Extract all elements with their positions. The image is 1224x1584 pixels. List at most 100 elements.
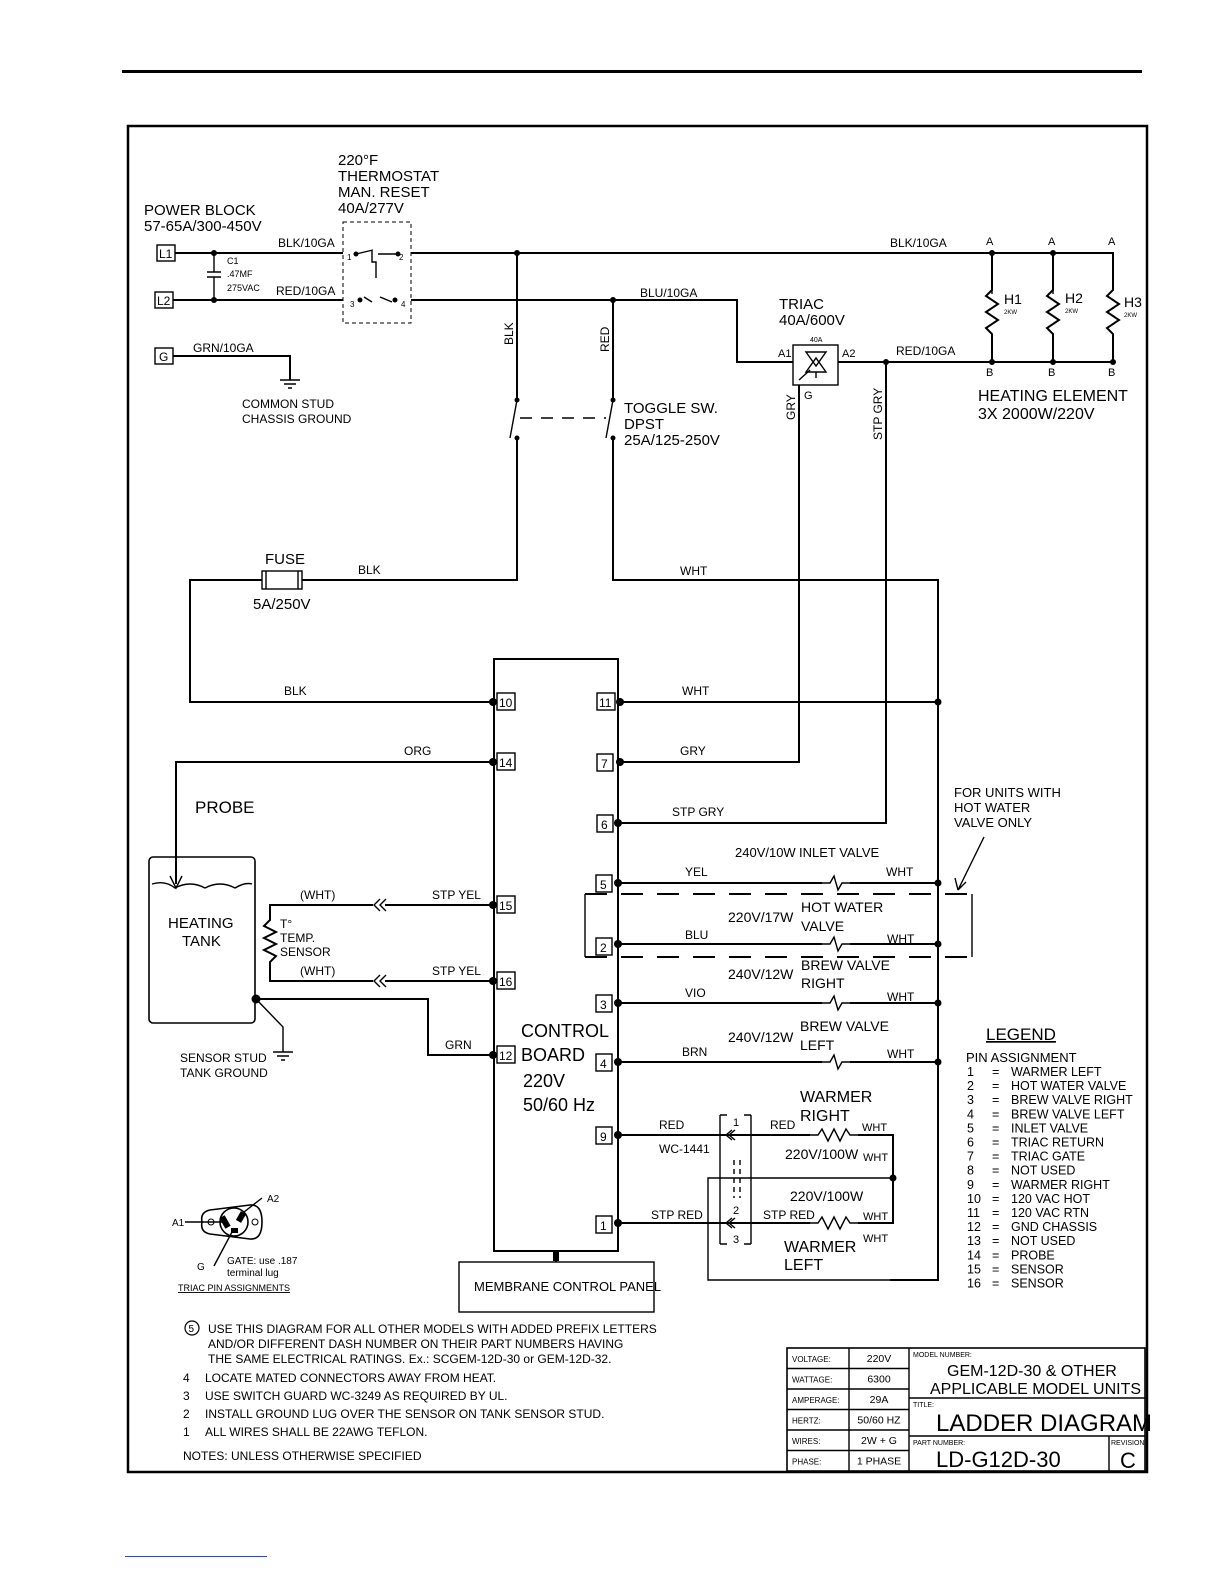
fuse: FUSE 5A/250V bbox=[253, 551, 311, 613]
svg-text:220V/100W: 220V/100W bbox=[785, 1146, 859, 1162]
svg-text:VIO: VIO bbox=[685, 986, 706, 1000]
svg-text:FUSE: FUSE bbox=[265, 551, 305, 568]
svg-text:DPST: DPST bbox=[624, 416, 664, 433]
thermostat-contacts bbox=[355, 249, 398, 303]
connector-wc1441: 1 2 3 WC-1441 bbox=[659, 1114, 752, 1246]
svg-text:(WHT): (WHT) bbox=[300, 888, 335, 902]
svg-text:VALVE: VALVE bbox=[801, 918, 844, 934]
legend-item-eq: = bbox=[992, 1262, 999, 1276]
svg-text:RED/10GA: RED/10GA bbox=[896, 344, 955, 358]
svg-text:BOARD: BOARD bbox=[521, 1045, 585, 1065]
legend-item-desc: SENSOR bbox=[1011, 1262, 1064, 1276]
legend-item-number: 10 bbox=[967, 1192, 981, 1206]
svg-text:PROBE: PROBE bbox=[195, 798, 255, 817]
legend-item-eq: = bbox=[992, 1178, 999, 1192]
hot-water-option-box bbox=[585, 893, 972, 958]
svg-text:MEMBRANE CONTROL PANEL: MEMBRANE CONTROL PANEL bbox=[474, 1279, 661, 1294]
svg-text:BLK: BLK bbox=[358, 563, 381, 577]
legend-item-eq: = bbox=[992, 1107, 999, 1121]
svg-text:14: 14 bbox=[499, 756, 513, 770]
legend-item-eq: = bbox=[992, 1136, 999, 1150]
svg-text:TITLE:: TITLE: bbox=[913, 1402, 934, 1409]
svg-text:MODEL NUMBER:: MODEL NUMBER: bbox=[913, 1352, 972, 1359]
svg-text:11: 11 bbox=[599, 696, 612, 710]
legend-item-desc: 120 VAC HOT bbox=[1011, 1192, 1090, 1206]
svg-text:2: 2 bbox=[600, 941, 607, 955]
spec-key: WIRES: bbox=[792, 1437, 820, 1446]
page-top-rule bbox=[122, 70, 1142, 73]
svg-text:240V/12W: 240V/12W bbox=[728, 966, 794, 982]
legend-item-number: 4 bbox=[967, 1107, 974, 1121]
note-text: INSTALL GROUND LUG OVER THE SENSOR ON TA… bbox=[205, 1407, 604, 1421]
wire-ground bbox=[173, 355, 291, 380]
svg-text:A: A bbox=[986, 236, 994, 248]
svg-text:WARMER: WARMER bbox=[800, 1089, 872, 1106]
thermostat-label-4: 40A/277V bbox=[338, 200, 404, 217]
svg-text:RED: RED bbox=[659, 1118, 685, 1132]
svg-text:A2: A2 bbox=[842, 348, 855, 360]
legend-item-desc: INLET VALVE bbox=[1011, 1121, 1088, 1135]
svg-text:G: G bbox=[197, 1262, 205, 1273]
legend-item-eq: = bbox=[992, 1220, 999, 1234]
svg-text:A: A bbox=[1048, 236, 1056, 248]
svg-text:SENSOR: SENSOR bbox=[280, 945, 331, 959]
svg-text:2: 2 bbox=[733, 1205, 739, 1217]
spec-value: 50/60 HZ bbox=[857, 1415, 901, 1427]
svg-text:5A/250V: 5A/250V bbox=[253, 596, 311, 613]
svg-text:COMMON STUD: COMMON STUD bbox=[242, 397, 334, 411]
svg-text:BLU: BLU bbox=[685, 928, 708, 942]
svg-text:GRY: GRY bbox=[784, 394, 798, 420]
svg-text:WC-1441: WC-1441 bbox=[659, 1142, 710, 1156]
wire-grn-chassis bbox=[256, 998, 493, 1056]
svg-text:WHT: WHT bbox=[863, 1211, 888, 1223]
spec-value: 29A bbox=[870, 1394, 889, 1406]
svg-text:220V/17W: 220V/17W bbox=[728, 909, 794, 925]
wire-probe-org bbox=[175, 761, 493, 884]
legend-item-eq: = bbox=[992, 1121, 999, 1135]
svg-text:GRN: GRN bbox=[445, 1038, 472, 1052]
svg-text:YEL: YEL bbox=[685, 865, 708, 879]
svg-text:3: 3 bbox=[600, 998, 607, 1012]
membrane-control-panel bbox=[458, 1261, 655, 1313]
svg-text:.47MF: .47MF bbox=[227, 269, 253, 279]
legend-item-eq: = bbox=[992, 1093, 999, 1107]
svg-text:BLK/10GA: BLK/10GA bbox=[890, 236, 947, 250]
legend-item-desc: NOT USED bbox=[1011, 1164, 1075, 1178]
svg-text:WHT: WHT bbox=[863, 1233, 888, 1245]
board-right-pins: 11 7 6 5 2 3 4 9 1 bbox=[595, 692, 624, 1234]
spec-value: 2W + G bbox=[861, 1435, 897, 1447]
tank-water-line bbox=[151, 881, 253, 889]
wire-stp-gry bbox=[618, 362, 887, 824]
svg-text:STP GRY: STP GRY bbox=[871, 388, 885, 440]
svg-text:GRY: GRY bbox=[680, 744, 706, 758]
legend-item-number: 8 bbox=[967, 1164, 974, 1178]
svg-text:L1: L1 bbox=[159, 247, 173, 261]
svg-text:G: G bbox=[159, 350, 168, 364]
legend-item-desc: TRIAC GATE bbox=[1011, 1150, 1085, 1164]
legend-item-number: 2 bbox=[967, 1079, 974, 1093]
note-number: 3 bbox=[183, 1389, 190, 1403]
svg-text:GATE: use .187: GATE: use .187 bbox=[227, 1256, 298, 1267]
svg-text:BLK: BLK bbox=[284, 684, 307, 698]
legend-title: LEGEND bbox=[986, 1025, 1056, 1044]
note-number: 2 bbox=[183, 1407, 190, 1421]
note-text: USE SWITCH GUARD WC-3249 AS REQUIRED BY … bbox=[205, 1389, 508, 1403]
legend-item-eq: = bbox=[992, 1150, 999, 1164]
wire-gry-gate bbox=[618, 385, 800, 763]
power-block-rating: 57-65A/300-450V bbox=[144, 218, 262, 235]
svg-text:4: 4 bbox=[600, 1057, 607, 1071]
legend-item-number: 12 bbox=[967, 1220, 981, 1234]
svg-text:STP GRY: STP GRY bbox=[672, 805, 724, 819]
svg-text:WHT: WHT bbox=[863, 1152, 888, 1164]
svg-text:STP YEL: STP YEL bbox=[432, 888, 481, 902]
svg-text:BRN: BRN bbox=[682, 1045, 707, 1059]
svg-text:TOGGLE SW.: TOGGLE SW. bbox=[624, 400, 718, 417]
legend-item-desc: SENSOR bbox=[1011, 1277, 1064, 1291]
svg-text:12: 12 bbox=[499, 1049, 513, 1063]
svg-text:A1: A1 bbox=[172, 1218, 185, 1229]
svg-text:7: 7 bbox=[601, 757, 608, 771]
heating-elements: A A A B B B H1 2KW H2 2KW H3 2KW HEATING… bbox=[978, 236, 1142, 423]
legend-item-desc: NOT USED bbox=[1011, 1234, 1075, 1248]
